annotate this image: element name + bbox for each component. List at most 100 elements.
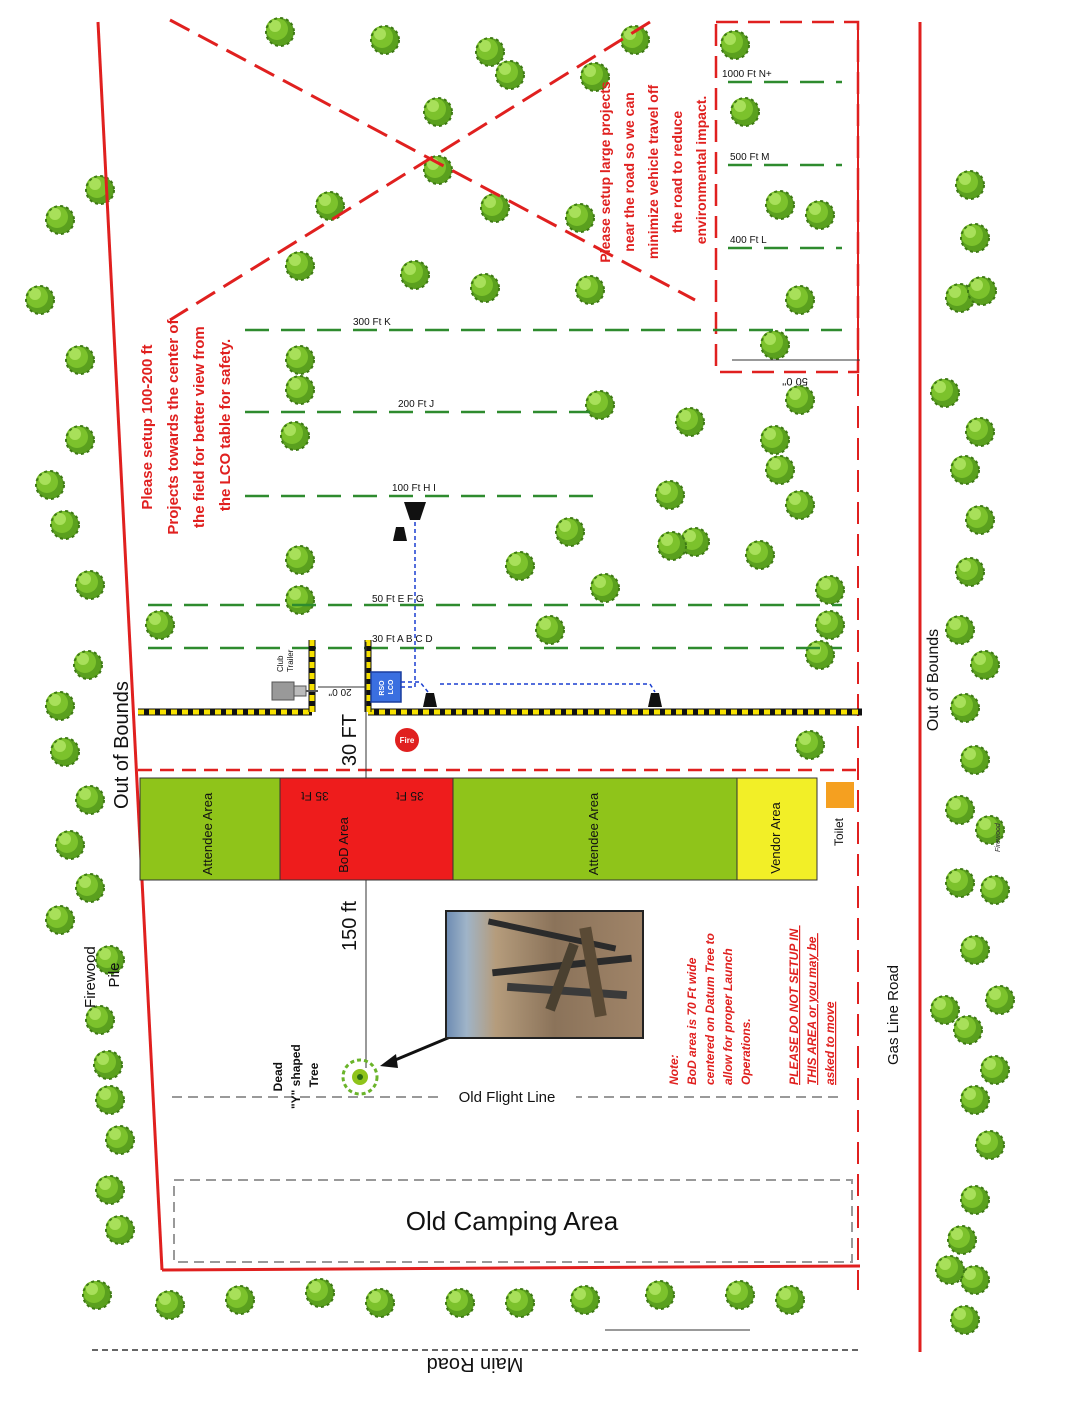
svg-text:Firewood Pile: Firewood Pile	[82, 942, 123, 1008]
note-line: minimize vehicle travel off	[645, 84, 661, 259]
tree-icon	[105, 1125, 135, 1155]
tree-icon	[75, 873, 105, 903]
note-line: Projects towards the center of	[165, 319, 182, 535]
tree-icon	[305, 1278, 335, 1308]
bod-note-line: centered on Datum Tree to	[703, 933, 717, 1085]
tree-icon	[955, 170, 985, 200]
note-line: the road to reduce	[669, 111, 685, 233]
bod-note: Note: BoD area is 70 Ft wide centered on…	[667, 930, 753, 1085]
tree-icon	[285, 345, 315, 375]
tree-icon	[785, 385, 815, 415]
restricted-x-area	[169, 18, 696, 322]
tree-icon	[930, 995, 960, 1025]
launch-wires	[401, 520, 656, 693]
svg-text:Note: BoD area is 70 Ft: Note: BoD area is 70 Ft wide centered on…	[667, 930, 753, 1085]
tree-icon	[760, 425, 790, 455]
tree-icon	[785, 490, 815, 520]
tree-icon	[805, 640, 835, 670]
photo-trunk	[545, 942, 579, 1012]
warning-line: asked to move	[823, 1001, 837, 1085]
tree-icon	[555, 517, 585, 547]
out-of-bounds-right: Out of Bounds	[925, 629, 942, 731]
old-flight-line-label: Old Flight Line	[459, 1089, 556, 1106]
note-line: Please setup large projects	[597, 81, 613, 263]
old-camping-label: Old Camping Area	[406, 1206, 619, 1236]
tree-icon	[985, 985, 1015, 1015]
tree-icon	[805, 200, 835, 230]
tree-icon	[285, 251, 315, 281]
tree-icon	[35, 470, 65, 500]
tree-icon	[285, 375, 315, 405]
tree-icon	[365, 1288, 395, 1318]
photo-trunk	[506, 982, 628, 1000]
twenty-ft-label: 20 0''	[328, 686, 351, 697]
dead-tree-label: Dead "Y" shaped Tree	[271, 1044, 321, 1109]
tree-icon	[285, 545, 315, 575]
tree-icon	[65, 425, 95, 455]
vendor-area-label: Vendor Area	[768, 801, 783, 873]
bod-note-line: allow for proper Launch	[721, 948, 735, 1085]
rso-lco-table: RSO LCO	[370, 671, 402, 703]
tree-icon	[950, 1305, 980, 1335]
tree-icon	[570, 1285, 600, 1315]
large-project-zone	[714, 20, 860, 374]
toilet-label: Toilet	[832, 817, 846, 846]
tree-icon	[82, 1280, 112, 1310]
tree-icon	[960, 1185, 990, 1215]
tree-icon	[423, 97, 453, 127]
svg-text:RSO LCO: RSO LCO	[379, 678, 395, 695]
tree-icon	[775, 1285, 805, 1315]
old-camping-area	[173, 1179, 853, 1263]
note-line: near the road so we can	[621, 92, 637, 252]
svg-text:Please setup 100-200 ft: Please setup 100-200 ft Projects towards…	[139, 315, 234, 534]
lco-label: LCO	[388, 679, 395, 694]
tree-icon	[265, 17, 295, 47]
tree-icon	[575, 275, 605, 305]
tree-icon	[955, 557, 985, 587]
tree-icon	[505, 1288, 535, 1318]
dead-tree-photo	[445, 910, 644, 1039]
note-line: the field for better view from	[191, 326, 208, 528]
one-fifty-ft-label: 150 ft	[339, 901, 361, 951]
large-projects-note: Please setup large projects near the roa…	[597, 81, 709, 263]
tree-icon	[960, 935, 990, 965]
bod-left-width: 35 Ft	[301, 789, 329, 803]
tree-icon	[935, 1255, 965, 1285]
tree-icon	[95, 1085, 125, 1115]
bod-area-label: BoD Area	[336, 816, 351, 872]
tree-icon	[45, 691, 75, 721]
photo-trunk	[487, 918, 617, 952]
club-trailer-line: Trailer	[286, 649, 295, 672]
bod-note-line: Note:	[667, 1054, 681, 1085]
tree-icon	[675, 407, 705, 437]
gas-line-road-label: Gas Line Road	[885, 965, 902, 1065]
tree-icon	[93, 1050, 123, 1080]
firewood-line: Pile	[106, 962, 123, 987]
tree-icon	[55, 830, 85, 860]
attendee-area-right-label: Attendee Area	[586, 792, 601, 875]
tree-icon	[470, 273, 500, 303]
launch-pad-icon	[393, 502, 662, 707]
tree-icon	[657, 531, 687, 561]
svg-text:PLEASE DO NOT SETUP IN T: PLEASE DO NOT SETUP IN THIS AREA or you …	[787, 925, 837, 1085]
tree-icon	[730, 97, 760, 127]
tree-icon	[225, 1285, 255, 1315]
thirty-ft-label: 30 FT	[339, 714, 361, 766]
attendee-area-right	[452, 777, 738, 881]
tree-icon	[980, 1055, 1010, 1085]
toilet-icon	[826, 782, 854, 808]
tree-icon	[795, 730, 825, 760]
tree-icon	[280, 421, 310, 451]
firewood-label: Firewood Pile	[82, 942, 123, 1008]
spectator-areas	[139, 777, 818, 881]
do-not-setup-warning: PLEASE DO NOT SETUP IN THIS AREA or you …	[787, 925, 837, 1085]
bod-note-line: BoD area is 70 Ft wide	[685, 957, 699, 1085]
tree-icon	[285, 585, 315, 615]
dead-tree-line: "Y" shaped	[289, 1044, 303, 1109]
warning-line: PLEASE DO NOT SETUP IN	[787, 928, 801, 1085]
tree-icon	[760, 330, 790, 360]
handwritten-mark: Firewood	[995, 822, 1002, 852]
tree-icon	[765, 190, 795, 220]
note-line: the LCO table for safety.	[217, 339, 234, 511]
tree-icon	[960, 1085, 990, 1115]
